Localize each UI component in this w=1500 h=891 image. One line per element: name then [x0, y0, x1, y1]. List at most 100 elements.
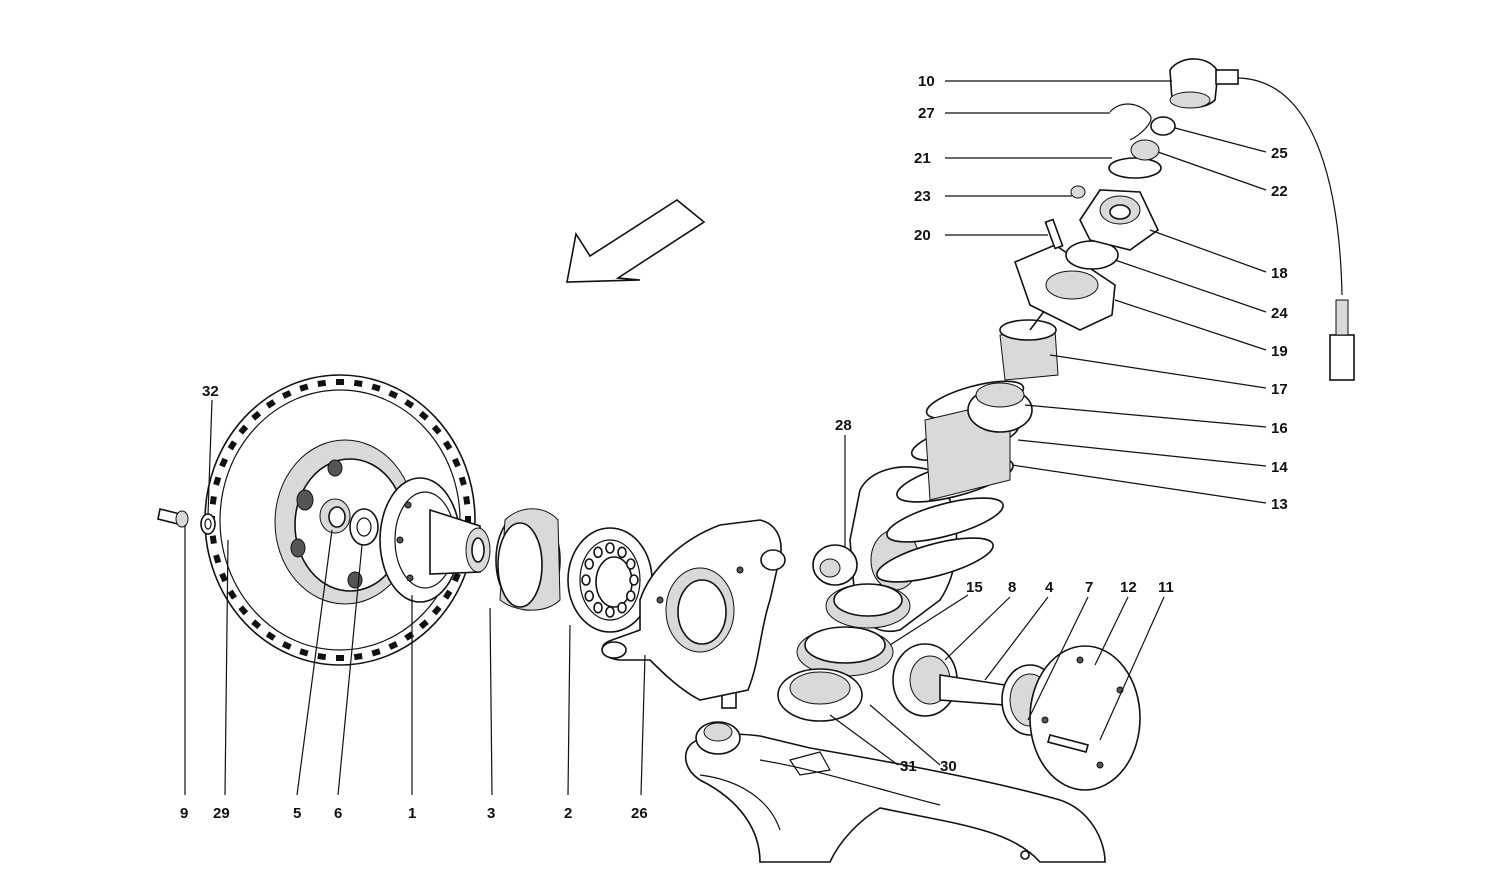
stud: [1044, 218, 1064, 250]
callout-9: 9: [180, 805, 188, 822]
callout-19: 19: [1271, 343, 1288, 360]
disc-vent-slot: [209, 535, 217, 545]
callout-22: 22: [1271, 183, 1288, 200]
disc-vent-slot: [251, 410, 262, 421]
disc-vent-slot: [404, 399, 415, 409]
upper-washer: [1108, 157, 1162, 179]
disc-vent-slot: [265, 631, 276, 641]
bearing-roller: [605, 542, 615, 554]
disc-vent-slot: [371, 648, 381, 657]
disc-vent-slot: [418, 410, 429, 421]
disc-vent-slot: [219, 457, 228, 468]
disc-vent-slot: [452, 457, 461, 468]
disc-vent-slot: [353, 379, 363, 387]
callout-14: 14: [1271, 459, 1288, 476]
disc-vent-slot: [299, 383, 309, 392]
callout-1: 1: [408, 805, 416, 822]
disc-vent-slot: [463, 495, 471, 505]
callout-20: 20: [914, 227, 931, 244]
nut: [1070, 185, 1086, 199]
callout-18: 18: [1271, 265, 1288, 282]
dust-cover: [495, 508, 561, 611]
disc-vent-slot: [442, 440, 453, 451]
callout-26: 26: [631, 805, 648, 822]
callout-7: 7: [1085, 579, 1093, 596]
disc-vent-slot: [431, 605, 442, 616]
callout-11: 11: [1158, 579, 1174, 596]
bearing-roller: [605, 606, 615, 618]
nut-upper: [1150, 116, 1176, 136]
cable-connector: [1329, 334, 1355, 381]
bearing-roller: [625, 558, 636, 570]
lower-control-arm: [684, 733, 1106, 863]
ring-nut: [777, 668, 863, 722]
bearing-roller: [629, 574, 639, 586]
callout-12: 12: [1120, 579, 1137, 596]
disc-vent-slot: [442, 589, 453, 600]
disc-vent-slot: [317, 379, 327, 387]
ball-joint: [695, 685, 741, 755]
callout-13: 13: [1271, 496, 1288, 513]
cover-plate: [1029, 645, 1141, 791]
disc-vent-slot: [336, 379, 344, 385]
disc-vent-slot: [317, 653, 327, 661]
wheel-bearing: [567, 527, 653, 633]
cover-bolt: [1047, 734, 1089, 753]
callout-21: 21: [914, 150, 931, 167]
callout-5: 5: [293, 805, 301, 822]
spring-clip: [1109, 103, 1152, 141]
direction-arrow-icon: [566, 199, 706, 283]
disc-vent-slot: [388, 390, 399, 399]
lock-nut: [1130, 139, 1160, 161]
spring-upper-seat: [967, 382, 1033, 433]
disc-vent-slot: [353, 653, 363, 661]
disc-vent-slot: [418, 619, 429, 630]
disc-vent-slot: [219, 572, 228, 583]
disc-vent-slot: [209, 495, 217, 505]
bearing-roller: [625, 590, 636, 602]
disc-vent-slot: [371, 383, 381, 392]
callout-29: 29: [213, 805, 230, 822]
wheel-bolt: [157, 508, 189, 528]
callout-15: 15: [966, 579, 983, 596]
upper-cap: [1079, 189, 1160, 251]
disc-vent-slot: [299, 648, 309, 657]
rubber-bush: [999, 319, 1059, 381]
callout-10: 10: [918, 73, 935, 90]
disc-vent-slot: [251, 619, 262, 630]
callout-30: 30: [940, 758, 957, 775]
bearing-roller: [581, 574, 591, 586]
disc-vent-slot: [281, 390, 292, 399]
disc-vent-slot: [281, 641, 292, 650]
disc-vent-slot: [227, 589, 238, 600]
callouts: 10 27 21 23 20 25 22 18 24 19 17 16 14 1…: [180, 73, 1288, 822]
bearing-roller: [593, 546, 603, 559]
disc-vent-slot: [265, 399, 276, 409]
disc-vent-slot: [238, 424, 249, 435]
callout-23: 23: [914, 188, 931, 205]
callout-3: 3: [487, 805, 495, 822]
callout-31: 31: [900, 758, 917, 775]
callout-2: 2: [564, 805, 572, 822]
bearing-roller: [617, 546, 627, 559]
callout-28: 28: [835, 417, 852, 434]
bearing-roller: [593, 601, 603, 614]
sensor-cable: [1237, 77, 1343, 296]
washer: [349, 508, 379, 546]
screw: [200, 513, 216, 535]
hub-carrier: [601, 519, 786, 701]
disc-vent-slot: [227, 440, 238, 451]
disc-vent-slot: [336, 655, 344, 661]
bearing-roller: [584, 590, 595, 602]
callout-6: 6: [334, 805, 342, 822]
callout-24: 24: [1271, 305, 1288, 322]
callout-27: 27: [918, 105, 935, 122]
callout-4: 4: [1045, 579, 1054, 596]
cable-connector-body: [1335, 299, 1349, 336]
leader-lines: [184, 80, 1267, 796]
disc-vent-slot: [238, 605, 249, 616]
hub-nut: [319, 498, 351, 534]
callout-32: 32: [202, 383, 219, 400]
disc-vent-slot: [213, 476, 222, 486]
